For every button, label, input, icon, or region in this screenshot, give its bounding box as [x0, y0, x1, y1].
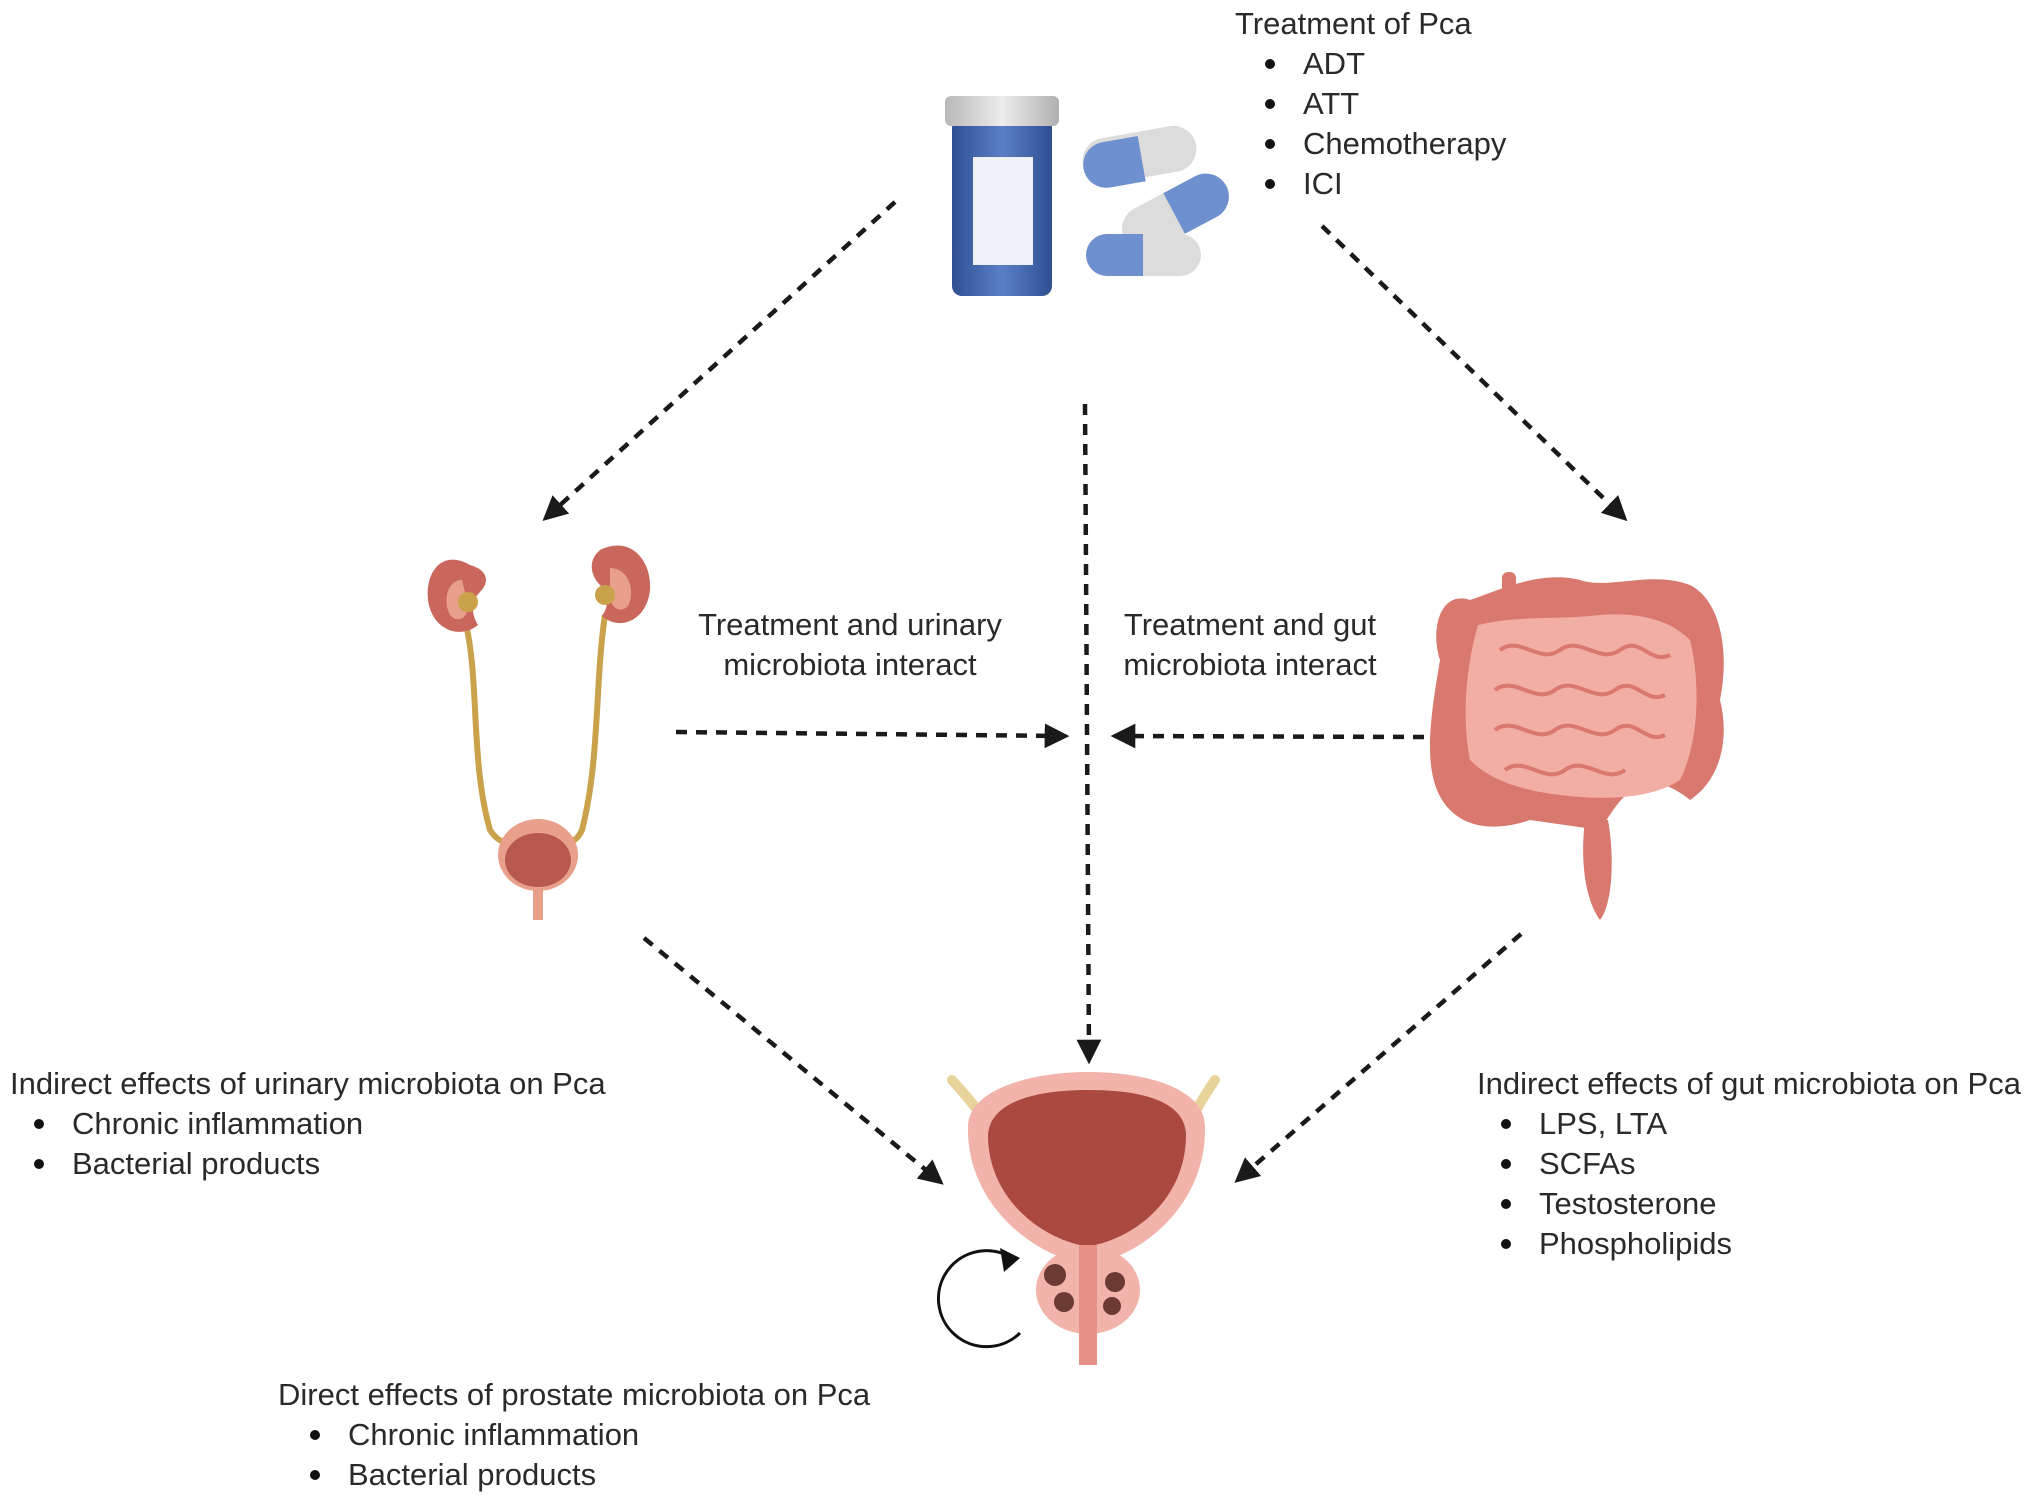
medication-icon — [945, 96, 1229, 296]
urinary-system-icon — [427, 545, 651, 920]
bottle-cap — [945, 96, 1059, 126]
gut-effects-item: LPS, LTA — [1501, 1104, 2021, 1144]
prostate-effects-item: Bacterial products — [309, 1455, 870, 1495]
prostate-effects-item: Chronic inflammation — [309, 1415, 870, 1455]
arrow-treatment-to-urinary — [542, 200, 897, 521]
urinary-effects-item: Bacterial products — [34, 1144, 606, 1184]
urinary-effects-block: Indirect effects of urinary microbiota o… — [10, 1064, 606, 1184]
tumor-nodule-4 — [1103, 1297, 1121, 1315]
gut-effects-item: Testosterone — [1501, 1184, 2021, 1224]
treatment-item: Chemotherapy — [1264, 124, 1506, 164]
prostate-effects-list: Chronic inflammation Bacterial products — [309, 1415, 870, 1495]
bottle-label — [973, 157, 1033, 265]
arrow-gut-to-prostate — [1234, 932, 1523, 1183]
tumor-nodule-3 — [1105, 1272, 1125, 1292]
treatment-item: ICI — [1264, 164, 1506, 204]
circular-arrow-icon — [936, 1248, 1022, 1349]
prostate-bladder-icon — [936, 1072, 1220, 1365]
kidney-left — [427, 559, 486, 632]
kidney-right — [591, 545, 651, 624]
esophagus-stub — [1502, 572, 1516, 600]
small-intestine — [1465, 614, 1697, 798]
arrows — [542, 200, 1628, 1185]
urinary-interaction-label: Treatment and urinary microbiota interac… — [660, 605, 1040, 685]
gut-effects-item: Phospholipids — [1501, 1224, 2021, 1264]
gut-effects-list: LPS, LTA SCFAs Testosterone Phospholipid… — [1501, 1104, 2021, 1264]
urethra — [1079, 1245, 1097, 1365]
gut-effects-item: SCFAs — [1501, 1144, 2021, 1184]
intestine-folds — [1493, 643, 1671, 777]
arrow-treatment-to-gut — [1320, 224, 1628, 522]
prostate-effects-title: Direct effects of prostate microbiota on… — [278, 1377, 871, 1412]
gut-icon — [1430, 572, 1724, 920]
pill-capsule-2 — [1121, 173, 1229, 252]
bladder-inner — [988, 1090, 1186, 1245]
gut-effects-title: Indirect effects of gut microbiota on Pc… — [1477, 1066, 2021, 1101]
urinary-interaction-line2: microbiota interact — [723, 647, 977, 682]
arrow-gut-to-center — [1110, 723, 1425, 749]
treatment-item: ADT — [1264, 44, 1506, 84]
tumor-nodule-1 — [1044, 1264, 1066, 1286]
ureter-left — [462, 619, 523, 845]
treatment-item: ATT — [1264, 84, 1506, 124]
rectum — [1583, 820, 1612, 920]
ureter-right — [552, 614, 608, 845]
gut-interaction-line1: Treatment and gut — [1123, 607, 1377, 642]
prostate-effects-block: Direct effects of prostate microbiota on… — [278, 1375, 870, 1495]
arrow-treatment-to-prostate — [1076, 403, 1102, 1065]
gut-interaction-label: Treatment and gut microbiota interact — [1085, 605, 1415, 685]
arrow-urinary-to-prostate — [642, 936, 944, 1185]
pill-capsule-3 — [1086, 234, 1201, 276]
tumor-nodule-2 — [1054, 1292, 1074, 1312]
gut-interaction-line2: microbiota interact — [1123, 647, 1377, 682]
treatment-title: Treatment of Pca — [1235, 6, 1472, 41]
treatment-block: Treatment of Pca ADT ATT Chemotherapy IC… — [1235, 4, 1506, 204]
urinary-interaction-line1: Treatment and urinary — [698, 607, 1002, 642]
urinary-effects-list: Chronic inflammation Bacterial products — [34, 1104, 606, 1184]
arrow-urinary-to-center — [675, 723, 1070, 749]
bladder-small — [498, 819, 578, 920]
urinary-effects-title: Indirect effects of urinary microbiota o… — [10, 1066, 606, 1101]
gut-effects-block: Indirect effects of gut microbiota on Pc… — [1477, 1064, 2021, 1264]
urinary-effects-item: Chronic inflammation — [34, 1104, 606, 1144]
pill-capsule-1 — [1082, 125, 1197, 188]
treatment-list: ADT ATT Chemotherapy ICI — [1264, 44, 1506, 204]
